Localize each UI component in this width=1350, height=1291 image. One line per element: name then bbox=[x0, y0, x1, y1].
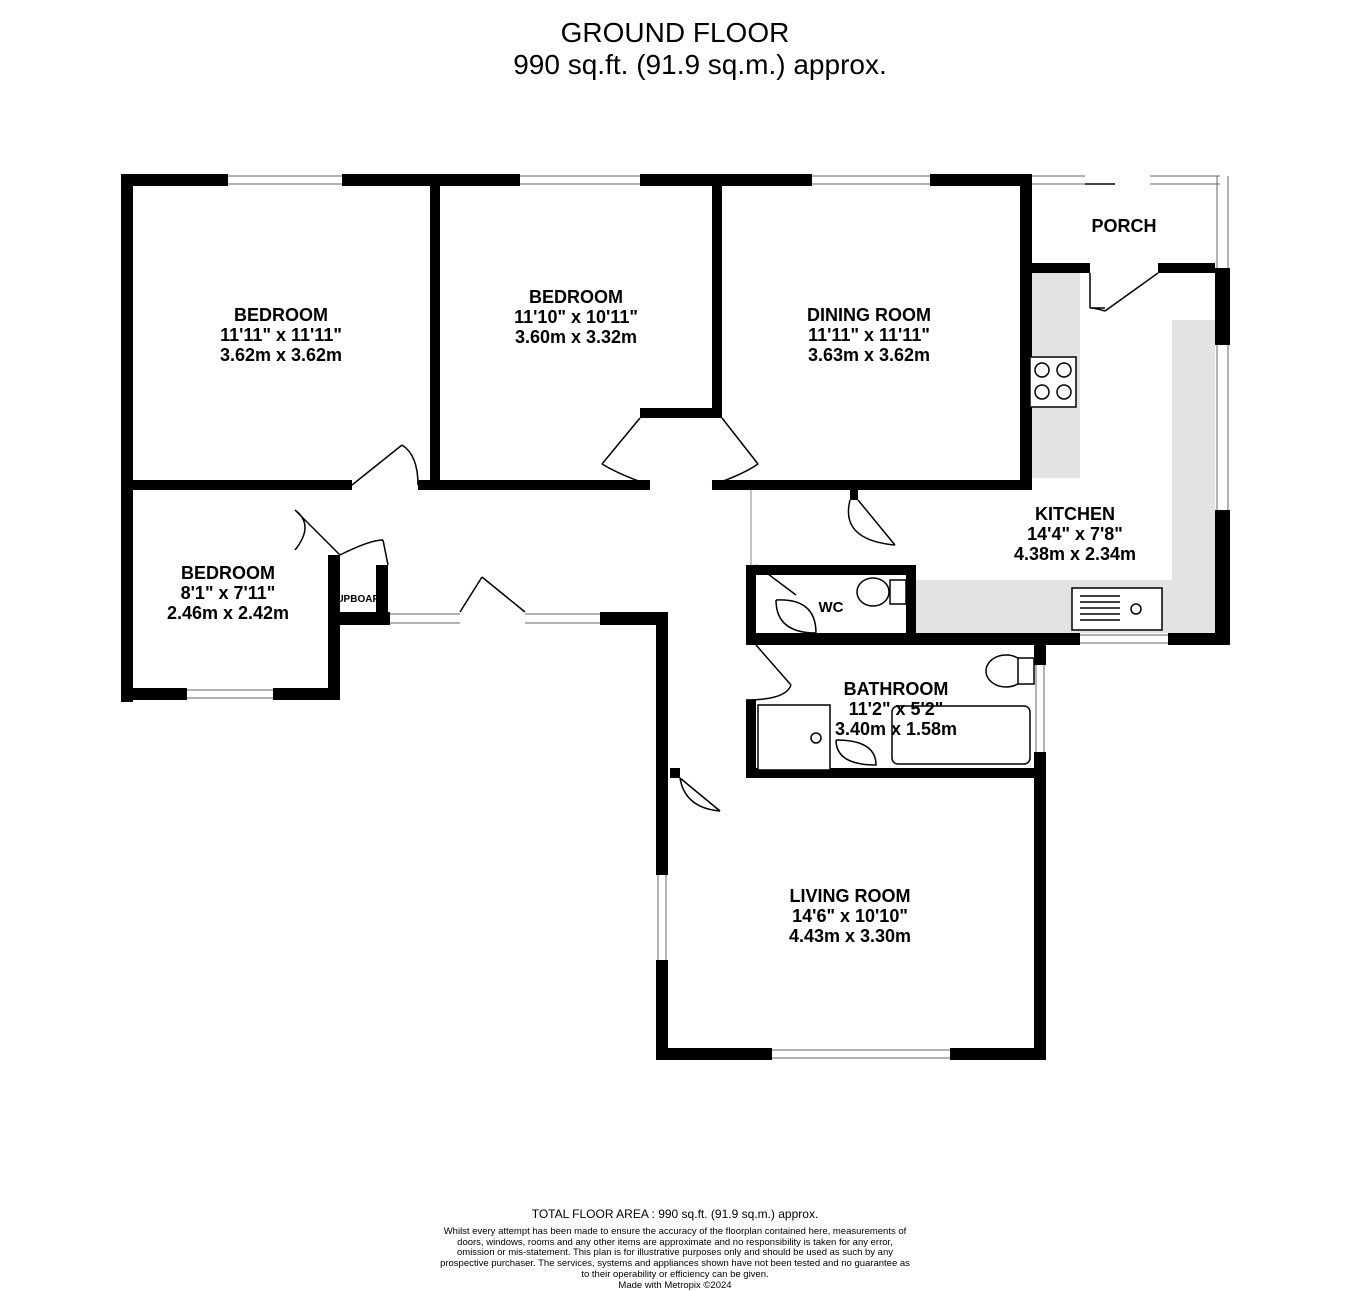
basin-icon bbox=[775, 599, 817, 634]
shower-icon bbox=[757, 704, 831, 771]
wc-toilet-icon bbox=[856, 577, 890, 607]
total-floor-area: TOTAL FLOOR AREA : 990 sq.ft. (91.9 sq.m… bbox=[531, 1207, 819, 1221]
doors bbox=[294, 183, 1159, 812]
credit: Made with Metropix ©2024 bbox=[618, 1279, 732, 1291]
sink-icon bbox=[1071, 587, 1163, 631]
floor-area: 990 sq.ft. (91.9 sq.m.) approx. bbox=[513, 49, 887, 80]
walls bbox=[121, 174, 1230, 1060]
bath-icon bbox=[891, 705, 1031, 765]
windows bbox=[187, 175, 1229, 1059]
room-wc: WC bbox=[818, 599, 844, 616]
kitchen-counters bbox=[916, 273, 1215, 633]
room-porch: PORCH bbox=[1091, 216, 1157, 236]
bath-basin-icon bbox=[835, 739, 877, 766]
fixtures bbox=[757, 356, 1163, 771]
room-cupboard: CUPBOARD bbox=[329, 594, 387, 605]
disclaimer: Whilst every attempt has been made to en… bbox=[440, 1226, 910, 1291]
floor-title: GROUND FLOOR bbox=[560, 17, 790, 48]
